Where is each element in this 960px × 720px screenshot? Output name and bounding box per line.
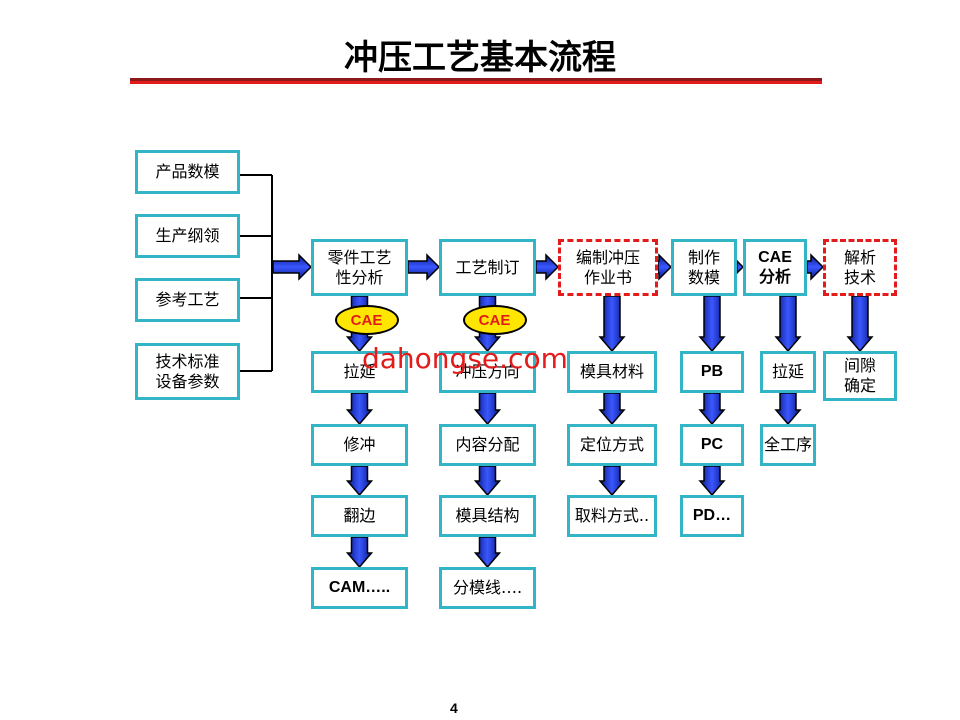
flow-arrow-down [473,392,502,426]
flow-arrow-down [846,295,874,353]
input-box: 生产纲领 [135,214,240,258]
flow-arrow-right [806,253,825,281]
step-box: CAM….. [311,567,408,609]
stage-box: 解析 技术 [823,239,897,296]
step-box: 模具结构 [439,495,536,537]
title-underline [130,78,822,84]
flow-arrow-down [473,536,502,569]
flow-arrow-down [598,392,626,426]
flow-arrow-right [535,253,560,281]
step-box: 内容分配 [439,424,536,466]
stage-box: 编制冲压 作业书 [558,239,658,296]
step-box: 拉延 [311,351,408,393]
cae-badge: CAE [334,305,399,335]
page-number: 4 [450,700,458,716]
flow-arrow-down [345,465,374,497]
step-box: 冲压方向 [439,351,536,393]
step-box: 定位方式 [567,424,657,466]
step-box: 取料方式.. [567,495,657,537]
step-box: 间隙 确定 [823,351,897,401]
step-box: 全工序 [760,424,816,466]
watermark-text: dahongse.com [362,342,568,375]
stage-box: CAE 分析 [743,239,807,296]
step-box: 拉延 [760,351,816,393]
flow-arrow-right [272,253,313,281]
flow-arrow-down [473,465,502,497]
flow-arrow-down [598,295,626,353]
step-box: 分模线…. [439,567,536,609]
step-box: 翻边 [311,495,408,537]
stage-box: 制作 数模 [671,239,737,296]
cae-badge: CAE [462,305,527,335]
flow-arrow-down [774,392,802,426]
flow-arrow-right [407,253,441,281]
input-box: 参考工艺 [135,278,240,322]
step-box: 模具材料 [567,351,657,393]
stage-box: 零件工艺 性分析 [311,239,408,296]
flow-arrow-down [774,295,802,353]
step-box: PB [680,351,744,393]
flow-arrow-down [698,465,726,497]
step-box: 修冲 [311,424,408,466]
input-box: 技术标准 设备参数 [135,343,240,400]
flow-arrow-down [598,465,626,497]
stage-box: 工艺制订 [439,239,536,296]
flow-arrow-right [657,253,673,281]
input-bracket [240,174,273,372]
step-box: PD… [680,495,744,537]
input-box: 产品数模 [135,150,240,194]
flow-arrow-down [698,392,726,426]
step-box: PC [680,424,744,466]
page-title: 冲压工艺基本流程 [344,38,616,78]
flow-arrow-down [698,295,726,353]
flow-arrow-down [345,536,374,569]
flow-arrow-down [345,392,374,426]
